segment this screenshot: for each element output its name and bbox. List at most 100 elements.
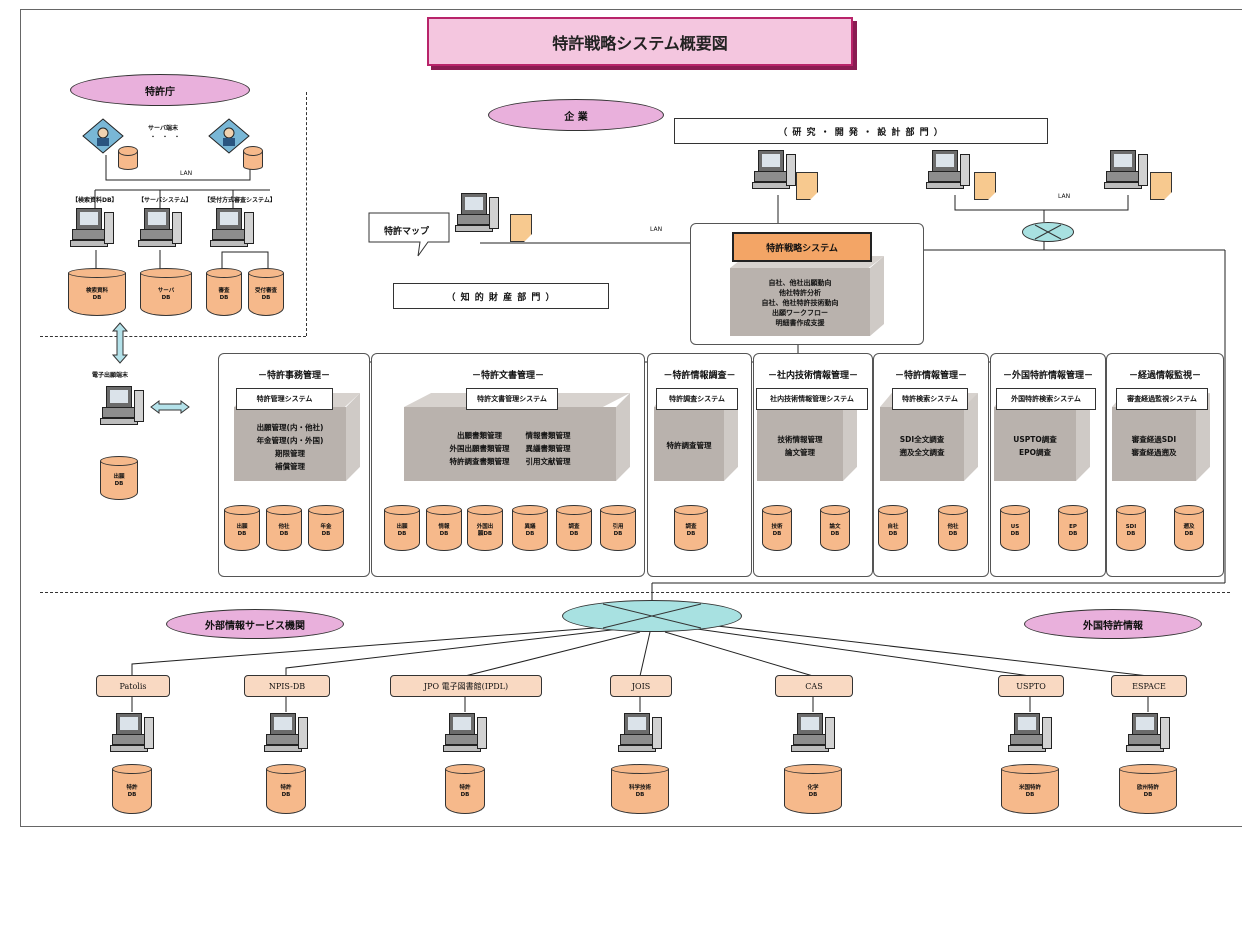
dept-title: －経過情報監視－ <box>1107 368 1223 381</box>
server-group-dots: ・・・ <box>150 134 187 141</box>
dept-system-button[interactable]: 特許管理システム <box>236 388 333 410</box>
computer-icon <box>926 150 970 192</box>
computer-icon <box>455 193 499 235</box>
dept-system-button[interactable]: 審査経過監視システム <box>1116 388 1208 410</box>
dept-system-button[interactable]: 社内技術情報管理システム <box>756 388 868 410</box>
computer-icon <box>110 713 154 755</box>
computer-icon <box>138 208 182 250</box>
dept-title: －特許情報調査－ <box>648 368 751 381</box>
external-service-button[interactable]: NPIS-DB <box>244 675 330 697</box>
computer-icon <box>264 713 308 755</box>
external-service-button[interactable]: CAS <box>775 675 853 697</box>
computer-icon <box>1104 150 1148 192</box>
external-boundary <box>40 592 1230 593</box>
computer-icon <box>443 713 487 755</box>
dept-functions: 出願管理(内・他社)年金管理(内・外国)期限管理補償管理 <box>256 423 324 471</box>
computer-icon <box>618 713 662 755</box>
server-icon <box>208 118 250 154</box>
jpo-terminal-label: 【検索資料DB】 <box>72 197 118 204</box>
jpo-lan-label: LAN <box>180 170 193 177</box>
document-icon <box>510 214 532 242</box>
dept-system-button[interactable]: 特許文書管理システム <box>466 388 558 410</box>
external-service-button[interactable]: JPO 電子図書館(IPDL) <box>390 675 542 697</box>
external-network-hub-icon <box>562 600 742 632</box>
core-system-block: 自社、他社出願動向 他社特許分析 自社、他社特許技術動向 出願ワークフロー 明細… <box>730 256 884 336</box>
external-service-button[interactable]: JOIS <box>610 675 672 697</box>
epo-terminal-label: 電子出願端末 <box>92 372 129 379</box>
jpo-terminal-label: 【サーバシステム】 <box>138 197 192 204</box>
computer-icon <box>100 386 144 428</box>
external-service-button[interactable]: USPTO <box>998 675 1064 697</box>
computer-icon <box>1008 713 1052 755</box>
dept-system-button[interactable]: 外国特許検索システム <box>996 388 1096 410</box>
server-db-icon <box>118 146 138 170</box>
jpo-boundary-vertical <box>306 92 307 336</box>
double-arrow-horizontal-icon <box>150 399 190 414</box>
dept-title: －社内技術情報管理－ <box>754 368 872 381</box>
dept-system-block: 出願管理(内・他社)年金管理(内・外国)期限管理補償管理 <box>234 393 360 481</box>
ip-dept-label: （ 知 的 財 産 部 門 ） <box>393 283 609 309</box>
dept-title: －特許文書管理－ <box>372 368 644 381</box>
patent-map-label: 特許マップ <box>384 227 430 237</box>
server-group-label: サーバ端末 <box>148 125 178 132</box>
jpo-terminal-label: 【受付方式審査システム】 <box>204 197 276 204</box>
foreign-patent-oval: 外国特許情報 <box>1024 609 1202 639</box>
page-title: 特許戦略システム概要図 <box>427 17 853 66</box>
computer-icon <box>210 208 254 250</box>
company-lan-label: LAN <box>1058 193 1071 200</box>
dept-functions: 技術情報管理論文管理 <box>777 435 823 457</box>
computer-icon <box>1126 713 1170 755</box>
dept-system-button[interactable]: 特許検索システム <box>892 388 968 410</box>
external-service-button[interactable]: Patolis <box>96 675 170 697</box>
dept-title: －特許事務管理－ <box>219 368 369 381</box>
double-arrow-vertical-icon <box>111 322 129 364</box>
core-system-button[interactable]: 特許戦略システム <box>732 232 872 262</box>
dept-functions: 出願書類管理外国出願書類管理特許調査書類管理情報書類管理異議書類管理引用文献管理 <box>449 431 571 466</box>
jpo-boundary-horizontal <box>40 336 306 337</box>
jpo-oval: 特許庁 <box>70 74 250 106</box>
document-icon <box>974 172 996 200</box>
computer-icon <box>752 150 796 192</box>
computer-icon <box>70 208 114 250</box>
computer-icon <box>791 713 835 755</box>
server-icon <box>82 118 124 154</box>
dept-functions: SDI全文調査遡及全文調査 <box>899 435 945 457</box>
document-icon <box>1150 172 1172 200</box>
rnd-dept-label: （ 研 究 ・ 開 発 ・ 設 計 部 門 ） <box>674 118 1048 144</box>
dept-title: －特許情報管理－ <box>874 368 988 381</box>
server-db-icon <box>243 146 263 170</box>
network-hub-icon <box>1022 222 1074 242</box>
document-icon <box>796 172 818 200</box>
dept-system-button[interactable]: 特許調査システム <box>656 388 738 410</box>
external-service-button[interactable]: ESPACE <box>1111 675 1187 697</box>
patent-map-callout <box>368 212 450 258</box>
external-service-oval: 外部情報サービス機関 <box>166 609 344 639</box>
